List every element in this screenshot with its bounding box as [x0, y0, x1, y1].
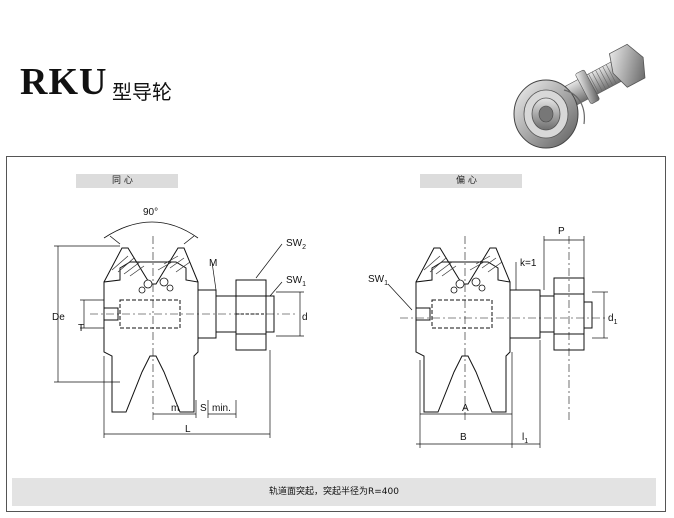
- dim-l1: l1: [522, 432, 528, 445]
- dim-SW2: SW2: [286, 238, 306, 251]
- dim-P: P: [558, 226, 565, 237]
- dim-m: m: [171, 403, 179, 414]
- drawing-frame: [6, 156, 666, 512]
- dim-S: S: [200, 403, 207, 414]
- dim-k: k=1: [520, 258, 537, 269]
- dim-T: T: [78, 323, 84, 334]
- dim-B: B: [460, 432, 467, 443]
- section-label-concentric: 同 心: [76, 174, 178, 188]
- dim-L: L: [185, 424, 191, 435]
- dim-SW1: SW1: [286, 275, 306, 288]
- footer-note: 轨道面突起，突起半径为R=400: [12, 478, 656, 506]
- section-label-eccentric: 偏 心: [420, 174, 522, 188]
- dim-SW1-eccentric: SW1: [368, 274, 388, 287]
- dim-De: De: [52, 312, 65, 323]
- dim-M: M: [209, 258, 217, 269]
- dim-min: min.: [212, 403, 231, 414]
- product-type-title: 型导轮: [112, 80, 172, 104]
- product-code: RKU: [20, 61, 108, 103]
- product-photo: [513, 43, 646, 149]
- dim-d1: d1: [608, 313, 618, 326]
- dim-A: A: [462, 403, 469, 414]
- dim-d: d: [302, 312, 308, 323]
- angle-label: 90°: [143, 207, 158, 218]
